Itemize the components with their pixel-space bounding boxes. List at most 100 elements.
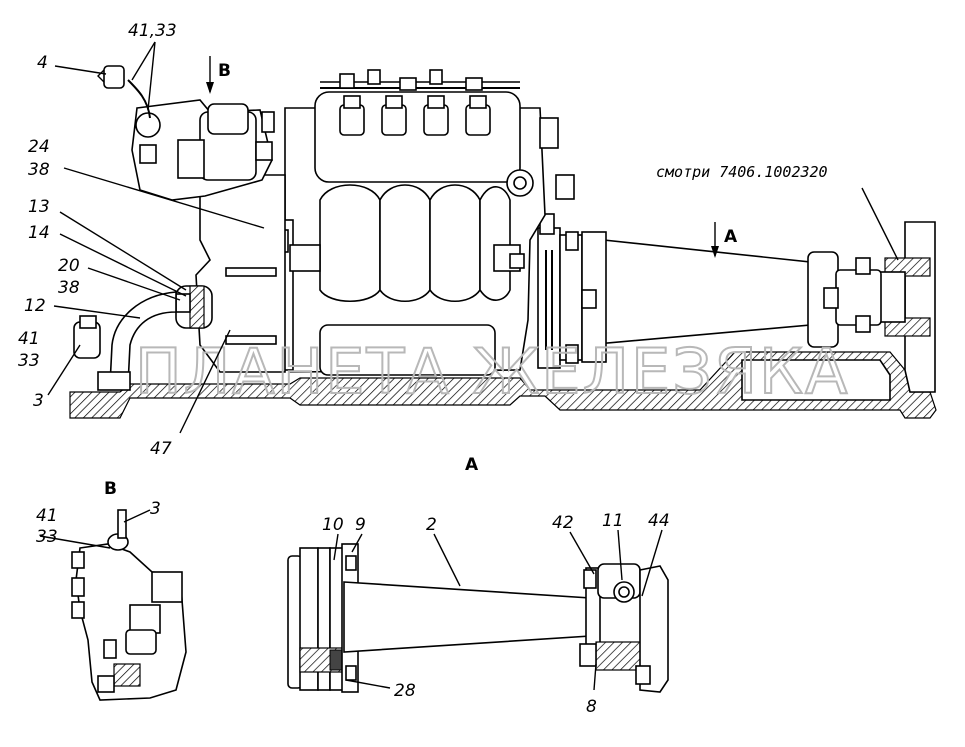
view-b-bolt [103, 639, 117, 659]
control-bolt [255, 141, 273, 161]
view-a-pin-11-inner [618, 586, 630, 598]
callout-38-b: 38 [58, 278, 80, 298]
banjo-base [97, 371, 131, 391]
callout-13: 13 [28, 197, 50, 217]
pump-lobe-2 [379, 184, 431, 302]
pipe-clip-3 [399, 77, 417, 91]
pump-lobes [319, 184, 381, 302]
inlet-nut [175, 293, 191, 313]
view-a-bolt-top [345, 555, 357, 571]
view-b-callout-33: 33 [36, 527, 58, 547]
frame-section [69, 351, 937, 419]
callout-4: 4 [37, 53, 48, 73]
view-a-hub-shade [329, 649, 343, 671]
view-a-callout-44: 44 [648, 511, 670, 531]
callout-41-left: 41 [18, 329, 40, 349]
callout-3-left: 3 [33, 391, 44, 411]
view-b-stem [117, 509, 127, 539]
view-b-callout-3: 3 [150, 499, 161, 519]
coupling-bolt-mid [581, 289, 597, 309]
view-a-callout-11: 11 [602, 511, 624, 531]
callout-47: 47 [150, 439, 172, 459]
view-b-section [113, 663, 141, 687]
view-a-bolt-bot [345, 665, 357, 681]
view-a-callout-42: 42 [552, 513, 574, 533]
callout-41-33-top: 41,33 [128, 21, 177, 41]
view-b-nut [125, 629, 157, 655]
pipe-clip-2 [367, 69, 381, 85]
view-b-bolt-2 [97, 675, 115, 693]
view-a-end-plate [639, 565, 669, 693]
view-a-end-bolt [635, 665, 651, 685]
governor-rod-2 [225, 335, 277, 345]
inlet-washer [189, 285, 205, 329]
view-b-block [151, 571, 183, 603]
pump-lower-cover [319, 324, 496, 376]
view-b-boss-1 [71, 551, 85, 569]
pump-side-boss [539, 117, 559, 149]
view-b-boss-2 [71, 577, 85, 597]
view-a-callout-2: 2 [426, 515, 437, 535]
shaft-nut-right-2 [855, 257, 871, 275]
callout-12: 12 [24, 296, 46, 316]
callout-14: 14 [28, 223, 50, 243]
view-a-nut-8 [579, 643, 597, 667]
bleed-fitting-inner [513, 176, 527, 190]
callout-b-arrow: B [218, 61, 231, 81]
view-a-callout-10: 10 [322, 515, 344, 535]
view-b-boss-3 [71, 601, 85, 619]
pipe-clip-4 [429, 69, 443, 85]
view-a-callout-28: 28 [394, 681, 416, 701]
banjo-nut [79, 315, 97, 329]
housing-bolt-2 [289, 244, 321, 272]
pump-side-boss-2 [555, 174, 575, 200]
view-a-joint-section [595, 641, 643, 671]
view-a-callout-9: 9 [355, 515, 366, 535]
callout-38-a: 38 [28, 160, 50, 180]
view-a-callout-8: 8 [586, 697, 597, 717]
right-shaft-end [879, 271, 906, 323]
view-b: B 41 33 3 [36, 479, 187, 701]
reference-note: смотри 7406.1002320 [656, 163, 828, 181]
control-bolt-2 [261, 111, 275, 133]
control-knob [135, 112, 161, 138]
view-a: 10 9 2 28 42 11 44 8 [287, 511, 670, 717]
view-b-callout-41: 41 [36, 506, 58, 526]
main-view: ПЛАНЕТА ЖЕЛЕЗЯКА 4 41,33 B 24 [18, 21, 937, 459]
view-arrow-a [711, 222, 719, 258]
solenoid-shank [177, 139, 205, 179]
view-arrow-b [206, 56, 214, 94]
callout-24: 24 [28, 137, 50, 157]
pipe-clip-5 [465, 77, 483, 91]
callout-20: 20 [58, 256, 80, 276]
frame-rib [741, 359, 891, 401]
lever-4 [103, 65, 125, 89]
callout-a-arrow: A [724, 227, 738, 247]
shaft-nut-right-1 [823, 287, 839, 309]
watermark-text: ПЛАНЕТА ЖЕЛЕЗЯКА [135, 335, 849, 408]
view-b-title: B [104, 479, 117, 499]
view-a-shaft-2 [343, 581, 591, 653]
view-b-plug [129, 604, 161, 634]
lever-cable [127, 79, 151, 119]
coupling-bolt-top [565, 231, 579, 251]
coupling-bolt-bot [565, 344, 579, 364]
pump-lobe-4 [479, 186, 511, 301]
view-a-nut-42 [583, 569, 597, 589]
lever-tip [97, 69, 105, 83]
right-housing [904, 221, 936, 393]
pipe-clip-1 [339, 73, 355, 89]
control-plug [139, 144, 157, 164]
governor-rod-1 [225, 267, 277, 277]
delivery-valves [339, 95, 491, 136]
leader-lines [47, 41, 899, 434]
drive-shaft-tube [584, 237, 811, 346]
solenoid-cap [207, 103, 249, 135]
view-a-title: A [465, 455, 479, 475]
housing-bolt-5 [509, 253, 525, 269]
pump-lobe-3 [429, 184, 481, 302]
shaft-nut-right-3 [855, 315, 871, 333]
callout-33-left: 33 [18, 351, 40, 371]
